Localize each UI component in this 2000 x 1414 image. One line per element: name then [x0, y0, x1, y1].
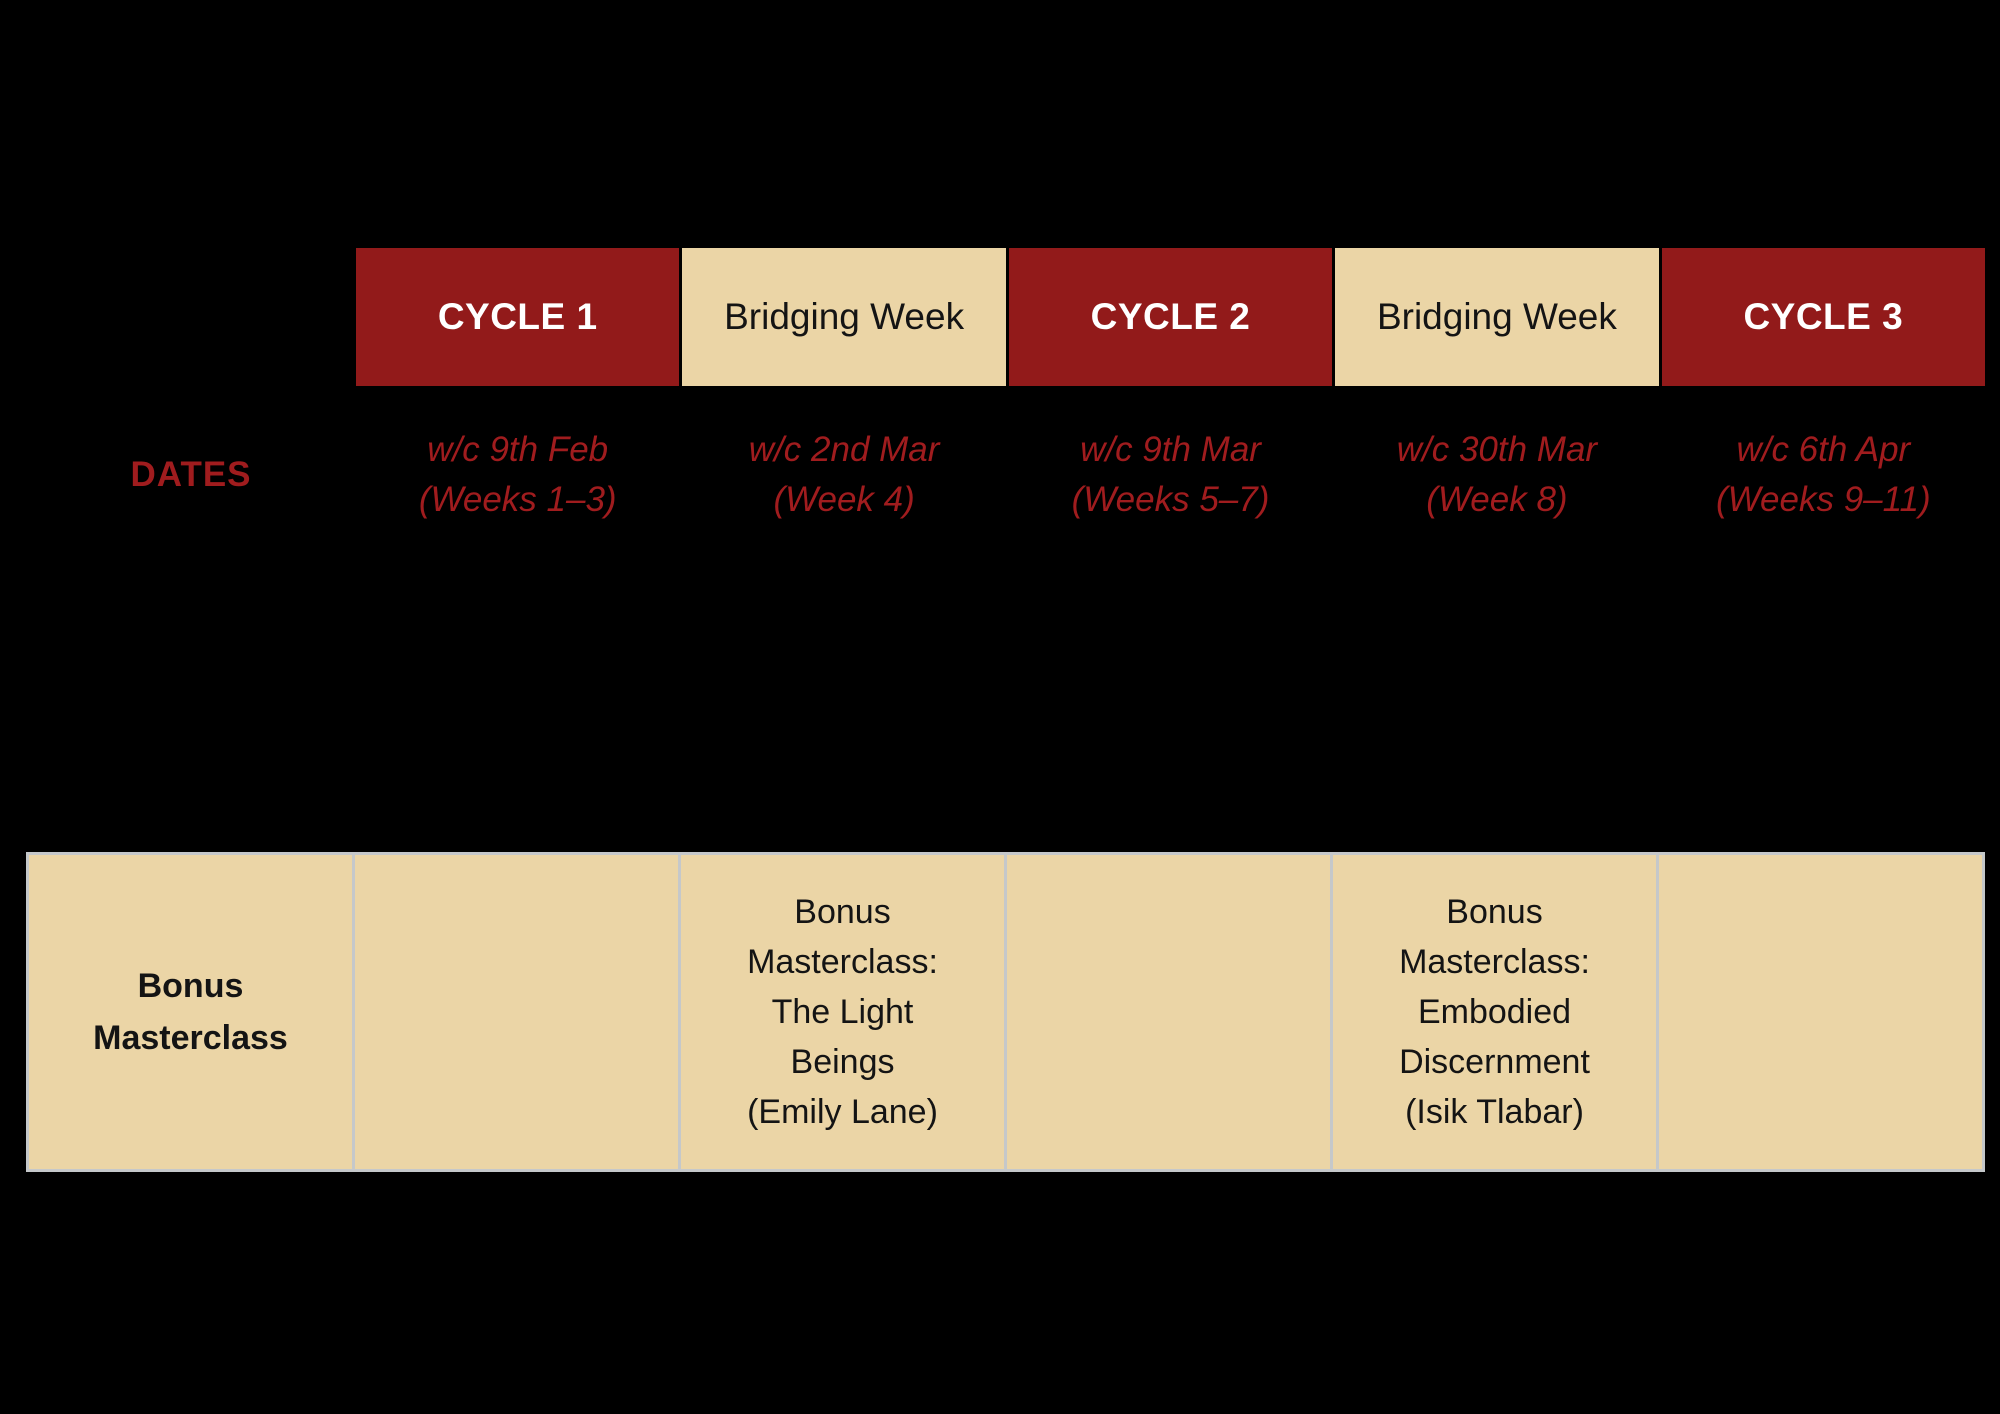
bonus-cell-cycle-3 [1659, 855, 1982, 1169]
header-cell-cycle-1: CYCLE 1 [356, 248, 680, 386]
date-week-commencing: w/c 2nd Mar [748, 430, 940, 469]
date-week-range: (Weeks 9–11) [1716, 480, 1931, 519]
header-cell-bridging-week-1: Bridging Week [682, 248, 1006, 386]
bonus-cell-cycle-1 [355, 855, 678, 1169]
date-cell-bridging-week-1: w/c 2nd Mar (Week 4) [682, 425, 1005, 525]
dates-row-label: DATES [130, 455, 252, 494]
header-cell-bridging-week-2: Bridging Week [1335, 248, 1659, 386]
date-cell-cycle-1: w/c 9th Feb (Weeks 1–3) [356, 425, 679, 525]
date-week-range: (Weeks 5–7) [1071, 480, 1270, 519]
date-week-range: (Week 4) [773, 480, 915, 519]
timeline-header-row: CYCLE 1 Bridging Week CYCLE 2 Bridging W… [356, 248, 1986, 386]
date-cell-bridging-week-2: w/c 30th Mar (Week 8) [1335, 425, 1658, 525]
date-week-commencing: w/c 30th Mar [1396, 430, 1598, 469]
date-cell-cycle-2: w/c 9th Mar (Weeks 5–7) [1009, 425, 1332, 525]
bonus-cell-cycle-2 [1007, 855, 1330, 1169]
dates-row: w/c 9th Feb (Weeks 1–3) w/c 2nd Mar (Wee… [356, 425, 1985, 525]
header-cell-cycle-2: CYCLE 2 [1008, 248, 1333, 386]
date-week-range: (Week 8) [1426, 480, 1568, 519]
date-week-commencing: w/c 9th Feb [427, 430, 609, 469]
date-week-commencing: w/c 9th Mar [1080, 430, 1261, 469]
date-week-range: (Weeks 1–3) [418, 480, 617, 519]
date-cell-cycle-3: w/c 6th Apr (Weeks 9–11) [1662, 425, 1985, 525]
date-week-commencing: w/c 6th Apr [1736, 430, 1911, 469]
header-cell-cycle-3: CYCLE 3 [1661, 248, 1986, 386]
